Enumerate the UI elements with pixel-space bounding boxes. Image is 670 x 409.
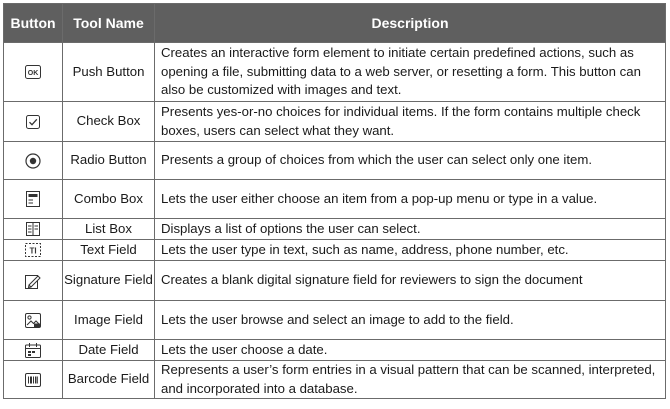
check-box-icon: [26, 114, 40, 129]
table-header-row: Button Tool Name Description: [3, 3, 666, 43]
tool-description: Presents a group of choices from which t…: [154, 141, 666, 180]
barcode-field-icon: [25, 372, 41, 387]
signature-field-icon: [25, 274, 41, 289]
tool-name: Signature Field: [62, 260, 155, 301]
combo-box-icon: [26, 191, 40, 207]
form-tools-table: Button Tool Name Description OK Push But…: [3, 3, 666, 400]
table-row: Radio Button Presents a group of choices…: [3, 141, 666, 180]
push-button-icon: OK: [25, 65, 41, 79]
tool-description: Creates a blank digital signature field …: [154, 260, 666, 301]
tool-description: Lets the user choose a date.: [154, 339, 666, 361]
tool-description: Displays a list of options the user can …: [154, 218, 666, 240]
list-box-icon: [26, 222, 40, 236]
tool-description: Lets the user either choose an item from…: [154, 179, 666, 219]
tool-description: Creates an interactive form element to i…: [154, 42, 666, 102]
svg-text:OK: OK: [28, 70, 39, 77]
radio-button-icon: [25, 152, 41, 169]
text-field-icon: TI: [25, 243, 41, 257]
table-row: Barcode Field Represents a user’s form e…: [3, 359, 666, 400]
tool-description: Presents yes-or-no choices for individua…: [154, 101, 666, 142]
tool-name: Date Field: [62, 339, 155, 361]
header-button: Button: [3, 3, 63, 43]
tool-description: Represents a user’s form entries in a vi…: [154, 359, 666, 400]
tool-description: Lets the user type in text, such as name…: [154, 239, 666, 261]
table-row: Signature Field Creates a blank digital …: [3, 260, 666, 301]
table-row: Check Box Presents yes-or-no choices for…: [3, 101, 666, 142]
svg-text:TI: TI: [29, 247, 36, 256]
tool-name: Combo Box: [62, 179, 155, 219]
tool-name: List Box: [62, 218, 155, 240]
table-row: Combo Box Lets the user either choose an…: [3, 179, 666, 219]
tool-name: Check Box: [62, 101, 155, 142]
tool-name: Push Button: [62, 42, 155, 102]
date-field-icon: [25, 342, 41, 358]
table-row: OK Push Button Creates an interactive fo…: [3, 42, 666, 102]
tool-name: Image Field: [62, 300, 155, 340]
tool-name: Text Field: [62, 239, 155, 261]
table-row: Date Field Lets the user choose a date.: [3, 339, 666, 361]
table-row: TI Text Field Lets the user type in text…: [3, 239, 666, 261]
table-row: Image Field Lets the user browse and sel…: [3, 300, 666, 340]
table-row: List Box Displays a list of options the …: [3, 218, 666, 240]
tool-name: Barcode Field: [62, 359, 155, 400]
header-tool-name: Tool Name: [62, 3, 155, 43]
tool-name: Radio Button: [62, 141, 155, 180]
image-field-icon: [25, 312, 41, 328]
tool-description: Lets the user browse and select an image…: [154, 300, 666, 340]
header-description: Description: [154, 3, 666, 43]
